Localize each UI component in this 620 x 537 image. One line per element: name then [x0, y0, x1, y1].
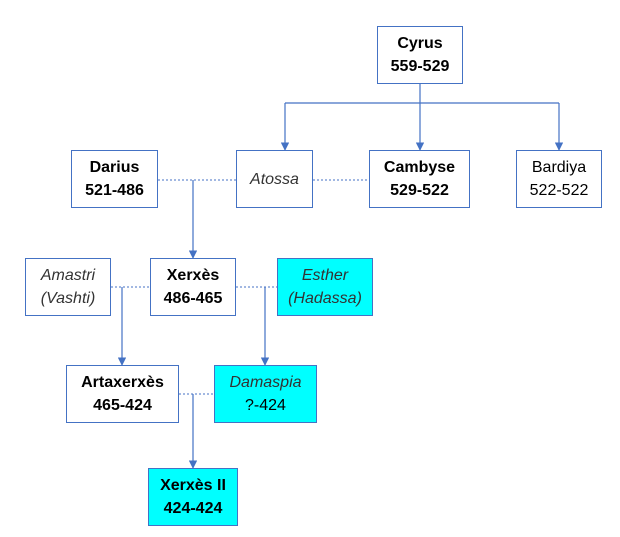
- node-cambyse: Cambyse 529-522: [369, 150, 470, 208]
- node-xerxes: Xerxès 486-465: [150, 258, 236, 316]
- bardiya-name: Bardiya: [531, 159, 587, 176]
- amastri-name: Amastri: [40, 267, 96, 284]
- atossa-name: Atossa: [250, 170, 299, 188]
- node-amastri: Amastri (Vashti): [25, 258, 111, 316]
- node-xerxes2: Xerxès II 424-424: [148, 468, 238, 526]
- amastri-alias: (Vashti): [40, 290, 96, 307]
- darius-years: 521-486: [85, 182, 144, 199]
- bardiya-years: 522-522: [529, 182, 589, 199]
- xerxes-years: 486-465: [163, 290, 223, 307]
- artaxerxes-name: Artaxerxès: [81, 374, 164, 391]
- node-esther: Esther (Hadassa): [277, 258, 373, 316]
- node-damaspia: Damaspia ?-424: [214, 365, 317, 423]
- cambyse-name: Cambyse: [383, 159, 456, 176]
- esther-alias: (Hadassa): [288, 290, 362, 307]
- damaspia-years: ?-424: [245, 397, 286, 414]
- cyrus-name: Cyrus: [397, 35, 443, 52]
- node-darius: Darius 521-486: [71, 150, 158, 208]
- xerxes2-name: Xerxès II: [160, 477, 226, 494]
- xerxes2-years: 424-424: [163, 500, 223, 517]
- node-atossa: Atossa: [236, 150, 313, 208]
- node-cyrus: Cyrus 559-529: [377, 26, 463, 84]
- node-artaxerxes: Artaxerxès 465-424: [66, 365, 179, 423]
- node-bardiya: Bardiya 522-522: [516, 150, 602, 208]
- cyrus-years: 559-529: [390, 58, 450, 75]
- xerxes-name: Xerxès: [166, 267, 220, 284]
- esther-name: Esther: [301, 267, 349, 284]
- cambyse-years: 529-522: [390, 182, 449, 199]
- damaspia-name: Damaspia: [229, 374, 302, 391]
- darius-name: Darius: [89, 159, 140, 176]
- artaxerxes-years: 465-424: [93, 397, 152, 414]
